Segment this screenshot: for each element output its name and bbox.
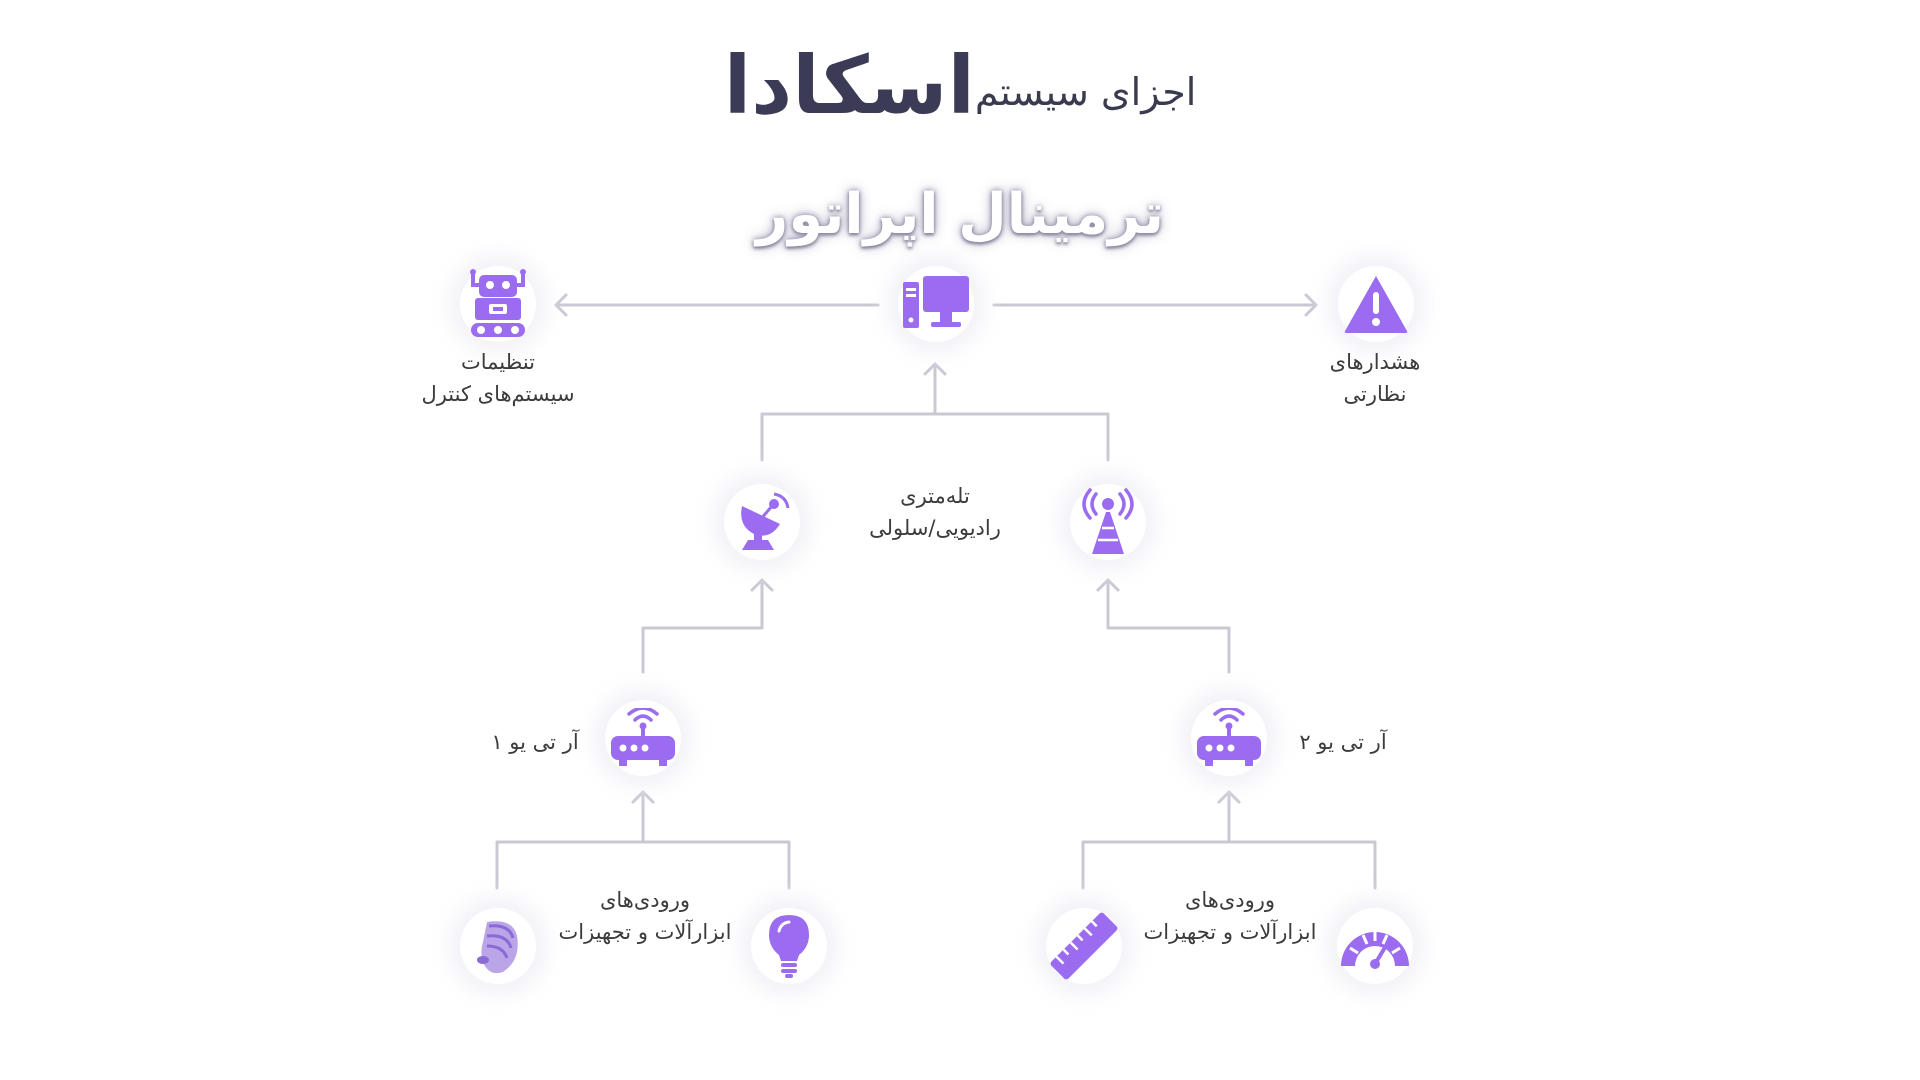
arrow-head-left [554,293,568,317]
robot-icon [460,266,536,342]
inputs-left-line2: ابزارآلات و تجهیزات [558,920,732,944]
rtu2-label: آر تی یو ۲ [1299,730,1387,754]
inputs-left-bracket [495,840,791,890]
arrow-head-up-dish [750,578,774,592]
inputs-left-line1: ورودی‌های [599,888,691,912]
arrow-head-right [1304,293,1318,317]
monitoring-alarms-line2: نظارتی [1343,382,1407,406]
operator-terminal-label: ترمینال اپراتور [756,182,1164,247]
radio-tower-icon [1070,484,1146,560]
inputs-right-bracket [1081,840,1377,890]
telemetry-line1: تله‌متری [900,484,970,508]
arrow-head-up-tower [1096,578,1120,592]
gauge-icon [1337,908,1413,984]
title-main: اسکادا [723,39,975,132]
control-settings-line1: تنظیمات [460,350,536,374]
rtu1-to-dish [641,578,764,674]
lightbulb-icon [751,908,827,984]
inputs-right-line1: ورودی‌های [1184,888,1276,912]
control-settings-label: تنظیمات سیستم‌های کنترل [388,346,608,410]
monitoring-alarms-line1: هشدارهای [1329,350,1421,374]
rtu1-label: آر تی یو ۱ [491,730,579,754]
router-icon [1191,700,1267,776]
telemetry-bracket [760,412,1110,462]
computer-icon [898,266,974,342]
router-icon [605,700,681,776]
control-settings-line2: سیستم‌های کنترل [421,382,575,406]
arrow-head-up-rtu2 [1217,790,1241,804]
telemetry-label: تله‌متری رادیویی/سلولی [835,480,1035,544]
page-title: اسکادا اجزای سیستم [0,40,1920,140]
warning-icon [1338,266,1414,342]
satellite-dish-icon [724,484,800,560]
sensor-icon [460,908,536,984]
telemetry-line2: رادیویی/سلولی [869,516,1001,540]
inputs-right-line2: ابزارآلات و تجهیزات [1143,920,1317,944]
inputs-left-label: ورودی‌های ابزارآلات و تجهیزات [525,884,765,948]
inputs-right-label: ورودی‌های ابزارآلات و تجهیزات [1110,884,1350,948]
ruler-icon [1046,908,1122,984]
arrow-head-up-rtu1 [631,790,655,804]
arrow-head-up-terminal [923,362,947,376]
title-prefix: اجزای سیستم [974,70,1197,114]
rtu2-to-tower [1106,578,1231,674]
monitoring-alarms-label: هشدارهای نظارتی [1280,346,1470,410]
